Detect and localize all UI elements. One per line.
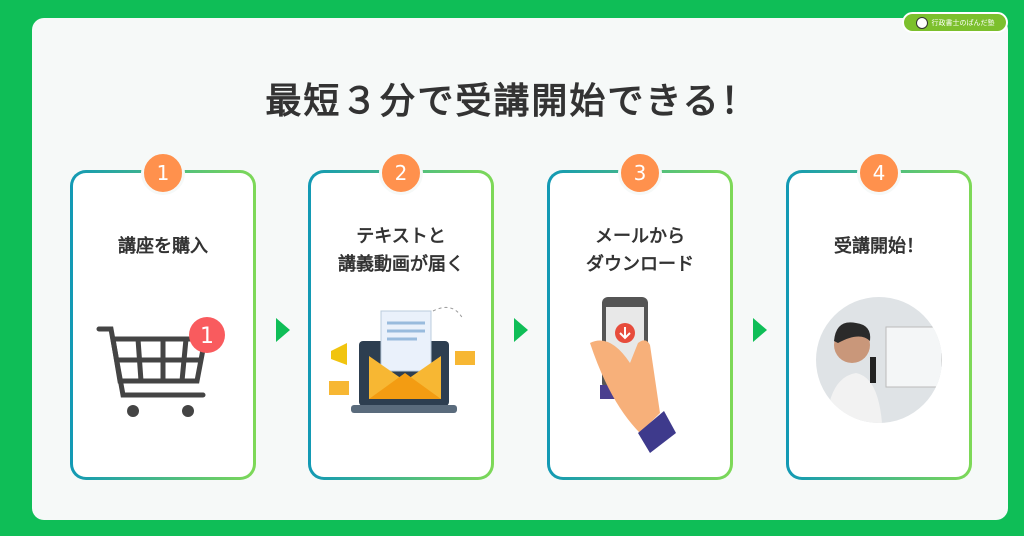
email-envelope-illustration: [329, 306, 475, 413]
brand-badge[interactable]: 行政書士のぱんだ塾: [902, 12, 1008, 33]
shopping-cart-icon: 1: [96, 317, 225, 417]
step-label: メールからダウンロード: [550, 223, 730, 279]
step-label: 講座を購入: [118, 236, 208, 257]
step-card-1: 1 講座を購入 1: [70, 151, 256, 480]
next-arrow-icon: [276, 318, 290, 342]
label-line-1: テキストと: [356, 226, 446, 247]
label-line-1: メールから: [595, 226, 685, 247]
step-label: 受講開始！: [834, 236, 924, 257]
step-number: 4: [857, 151, 901, 195]
step-number: 1: [141, 151, 185, 195]
label-line-2: 講義動画が届く: [338, 254, 464, 275]
brand-name: 行政書士のぱんだ塾: [931, 18, 995, 27]
cart-count: 1: [200, 324, 214, 349]
step-number: 3: [618, 151, 662, 195]
step-card-4: 4 受講開始！: [786, 151, 972, 480]
next-arrow-icon: [753, 318, 767, 342]
phone-download-illustration: [590, 297, 676, 453]
label-line-2: ダウンロード: [586, 254, 694, 275]
page-title: 最短３分で受講開始できる！: [265, 81, 759, 122]
panda-icon: [915, 16, 928, 29]
next-arrow-icon: [514, 318, 528, 342]
step-number: 2: [379, 151, 423, 195]
lecturer-photo: [816, 297, 942, 423]
step-card-3: 3 メールからダウンロード: [547, 151, 733, 480]
step-card-2: 2 テキストと講義動画が届く: [308, 151, 494, 480]
step-label: テキストと講義動画が届く: [311, 223, 491, 279]
